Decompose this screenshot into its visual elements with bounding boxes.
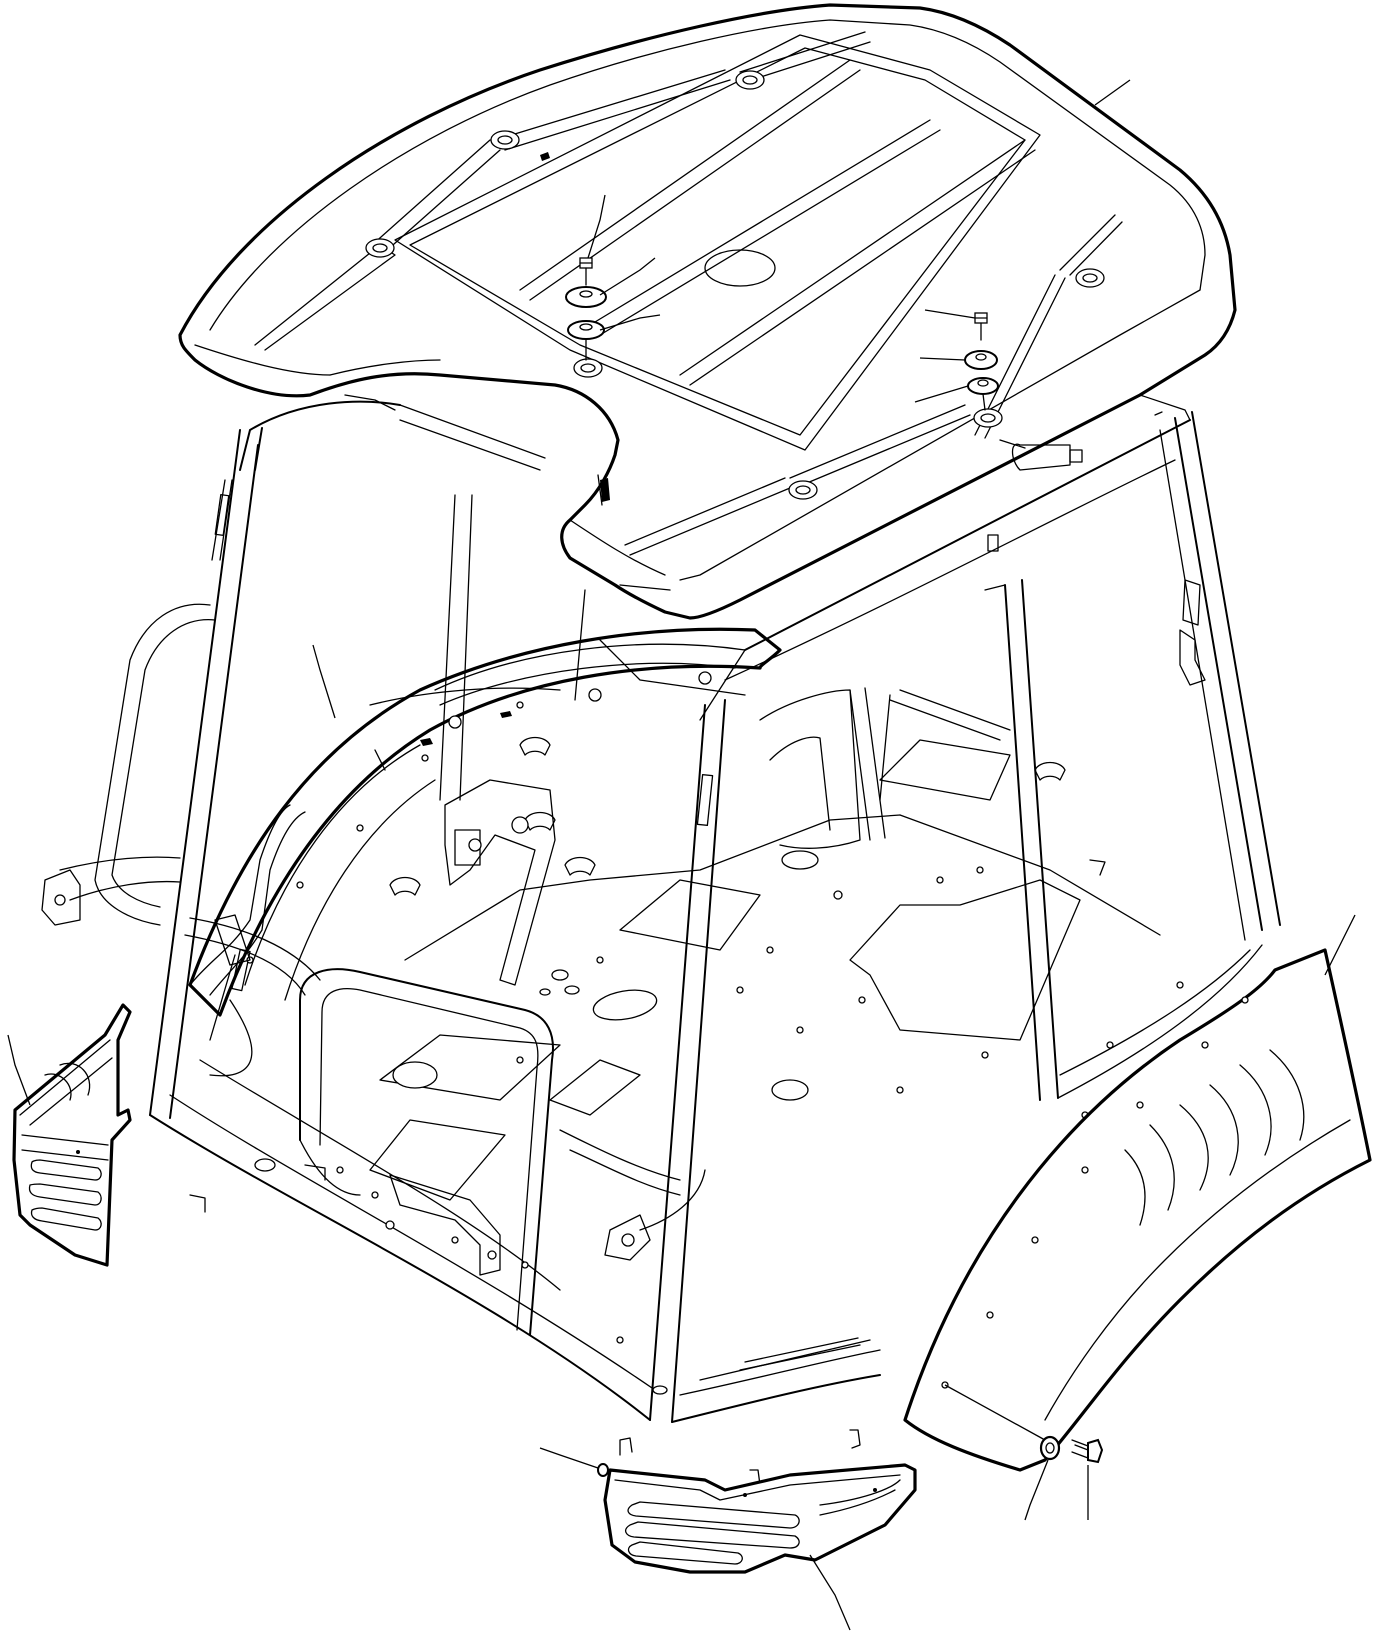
bottom-step-cover [603, 1463, 917, 1631]
cab-frame [41, 400, 1281, 1423]
left-rear-fender [188, 627, 782, 1017]
roof-bolt-stack-left [565, 194, 661, 361]
left-step-cover [7, 1003, 132, 1267]
right-front-fender [903, 914, 1372, 1472]
fender-washer-bolt [1024, 1435, 1104, 1521]
cab-roof [178, 3, 1237, 620]
roof-bolt-stack-right [914, 309, 999, 411]
